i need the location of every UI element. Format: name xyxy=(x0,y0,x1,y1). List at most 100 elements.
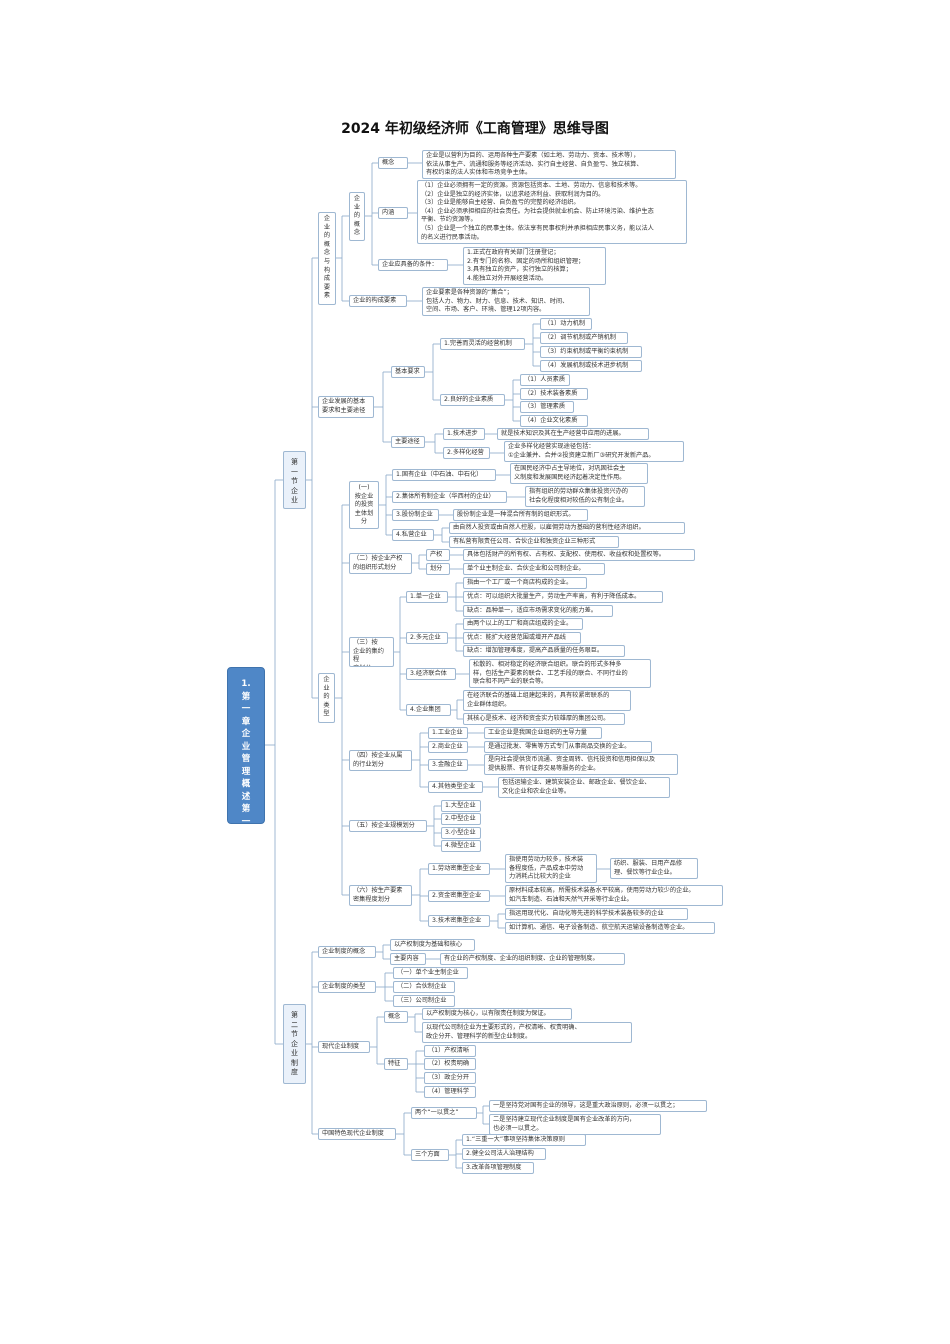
other-types-detail: 包括运输企业、建筑安装企业、邮政企业、餐饮企业、 文化企业和农业企业等。 xyxy=(498,777,670,798)
collective-node[interactable]: 2.集体所有制企业（华西村的企业） xyxy=(392,491,507,503)
aspect-item: 2.健全公司法人治理结构 xyxy=(462,1148,546,1160)
private-node[interactable]: 4.私营企业 xyxy=(392,529,434,541)
enterprise-group-detail: 其核心是技术、经济和资金实力较雄厚的集团公司。 xyxy=(463,713,625,725)
modern-features-label[interactable]: 特征 xyxy=(384,1058,408,1070)
property-detail: 具体包括财产的所有权、占有权、支配权、使用权、收益权和处置权等。 xyxy=(463,549,695,561)
concept-elements-node[interactable]: 企 业 的 概 念 与 构 成 要 素 xyxy=(318,212,336,305)
mechanism-item: （4）发展机制或技术进步机制 xyxy=(540,360,642,372)
labor-intensive-detail: 指使用劳动力较多，技术装 备程度低，产品成本中劳动 力消耗占比较大的企业 xyxy=(505,854,597,883)
economic-union-node[interactable]: 3.经济联合体 xyxy=(406,668,456,680)
other-types-node[interactable]: 4.其他类型企业 xyxy=(428,781,483,793)
multi-enterprise-node[interactable]: 2.多元企业 xyxy=(406,632,448,644)
quality-item: （1）人员素质 xyxy=(520,374,570,386)
state-owned-detail: 在国民经济中占主导地位，对巩固社会主 义制度和发展国民经济起着决定性作用。 xyxy=(510,463,648,484)
diversification-detail: 企业多样化经营实现途径包括： ①企业兼并、合并②投资建立新厂③研究开发新产品。 xyxy=(504,441,684,462)
quality-item: （3）管理素质 xyxy=(520,401,574,413)
by-factor-node[interactable]: （六）按生产要素 密集程度划分 xyxy=(349,885,412,906)
labor-intensive-node[interactable]: 1.劳动密集型企业 xyxy=(428,863,490,875)
joint-stock-node[interactable]: 3.股份制企业 xyxy=(392,509,439,521)
division-detail: 单个业主制企业、合伙企业和公司制企业。 xyxy=(463,563,605,575)
capital-intensive-detail: 原材料成本较高，所需技术装备水平较高，使用劳动力较少的企业。 如汽车制造、石油和… xyxy=(505,885,723,906)
single-enterprise-detail: 优点：可以组织大批量生产，劳动生产率高，有利于降低成本。 xyxy=(463,591,663,603)
economic-union-detail: 松散的、相对稳定的经济联合组织。联合的形式多种多 样，包括生产要素的联合、工艺手… xyxy=(469,659,651,688)
quality-item: （4）企业文化素质 xyxy=(520,415,588,427)
mechanism-item: （3）约束机制或平衡约束机制 xyxy=(540,346,642,358)
industrial-detail: 工业企业是我国企业组织的主导力量 xyxy=(484,727,602,739)
tech-progress-node[interactable]: 1.技术进步 xyxy=(443,428,485,440)
modern-concept-detail: 以现代公司制企业为主要形式的，产权清晰、权责明确、 政企分开、管理科学的新型企业… xyxy=(422,1022,632,1043)
single-enterprise-node[interactable]: 1.单一企业 xyxy=(406,591,448,603)
aspect-item: 3.改革各项管理制度 xyxy=(462,1162,534,1174)
elements-label[interactable]: 企业的构成要素 xyxy=(349,295,407,307)
modern-concept-label[interactable]: 概念 xyxy=(384,1011,408,1023)
tech-intensive-detail: 指运用现代化、自动化等先进的科学技术装备较多的企业 xyxy=(505,908,688,920)
development-node[interactable]: 企业发展的基本 要求和主要途径 xyxy=(318,396,374,418)
multi-enterprise-detail: 优点：能扩大经营范围或增开产品线 xyxy=(463,632,581,644)
quality-node[interactable]: 2.良好的企业素质 xyxy=(440,394,505,406)
section-1-node[interactable]: 第 一 节 企 业 xyxy=(283,451,306,509)
financial-node[interactable]: 3.金融企业 xyxy=(428,759,468,771)
system-types-node[interactable]: 企业制度的类型 xyxy=(318,981,376,993)
three-aspects-node[interactable]: 三个方面 xyxy=(411,1149,449,1161)
division-label[interactable]: 划分 xyxy=(426,563,450,575)
aspect-item: 1.“三重一大”事项坚持集体决策原则 xyxy=(462,1134,586,1146)
enterprise-concept-node[interactable]: 企 业 的 概 念 xyxy=(349,192,365,241)
system-type-item: （三）公司制企业 xyxy=(393,995,455,1007)
private-detail: 由自然人投资或由自然人控股，以雇佣劳动为基础的营利性经济组织。 xyxy=(449,522,685,534)
diversification-node[interactable]: 2.多样化经营 xyxy=(443,447,490,459)
enterprise-group-detail: 在经济联合的基础上组建起来的，具有较紧密联系的 企业群体组织。 xyxy=(463,690,631,711)
commercial-node[interactable]: 2.商业企业 xyxy=(428,741,468,753)
joint-stock-detail: 股份制企业是一种混合所有制的组织形式。 xyxy=(453,509,588,521)
page-title: 2024 年初级经济师《工商管理》思维导图 xyxy=(341,121,609,137)
industrial-node[interactable]: 1.工业企业 xyxy=(428,727,468,739)
modern-system-node[interactable]: 现代企业制度 xyxy=(318,1041,370,1053)
scale-item: 2.中型企业 xyxy=(441,813,481,825)
mechanism-node[interactable]: 1.完善而灵活的经营机制 xyxy=(440,338,525,350)
feature-item: （4）管理科学 xyxy=(424,1086,476,1098)
conditions-label[interactable]: 企业应具备的条件： xyxy=(378,259,448,271)
single-enterprise-detail: 缺点：品种单一，适应市场需求变化的能力差。 xyxy=(463,605,613,617)
enterprise-group-node[interactable]: 4.企业集团 xyxy=(406,704,451,716)
enterprise-types-node[interactable]: 企 业 的 类 型 xyxy=(318,673,335,723)
connotation-label[interactable]: 内涵 xyxy=(378,207,408,219)
feature-item: （2）权责明确 xyxy=(424,1058,476,1070)
quality-item: （2）技术装备素质 xyxy=(520,388,588,400)
by-scale-node[interactable]: （五）按企业规模划分 xyxy=(349,820,427,832)
by-intensity-node[interactable]: （三）按 企业的集约程 度划分 xyxy=(349,637,394,667)
two-consistent-detail: 一是坚持党对国有企业的领导，这是重大政治原则，必须一以贯之； xyxy=(489,1100,707,1112)
feature-item: （1）产权清晰 xyxy=(424,1045,476,1057)
scale-item: 3.小型企业 xyxy=(441,827,481,839)
tech-intensive-node[interactable]: 3.技术密集型企业 xyxy=(428,915,490,927)
main-content-label[interactable]: 主要内容 xyxy=(390,953,426,965)
system-type-item: （一）单个业主制企业 xyxy=(393,967,468,979)
state-owned-node[interactable]: 1.国有企业（中石油、中石化） xyxy=(392,469,496,481)
section-2-node[interactable]: 第 二 节 企 业 制 度 xyxy=(283,1004,306,1084)
private-detail: 有私营有限责任公司、合伙企业和独资企业三种形式 xyxy=(449,536,619,548)
collective-detail: 指有组织的劳动群众集体投资兴办的 社会化程度相对较低的公有制企业。 xyxy=(525,486,645,507)
concept-label[interactable]: 概念 xyxy=(378,157,408,169)
capital-intensive-node[interactable]: 2.资金密集型企业 xyxy=(428,890,490,902)
property-label[interactable]: 产权 xyxy=(426,549,450,561)
tech-progress-detail: 就是技术知识及其在生产经营中应用的进展。 xyxy=(497,428,649,440)
single-enterprise-detail: 指由一个工厂或一个商店构成的企业。 xyxy=(463,577,587,589)
by-investor-node[interactable]: (一) 按企业 的投资 主体划 分 xyxy=(349,481,379,529)
commercial-detail: 是通过批发、零售等方式专门从事商品交换的企业。 xyxy=(484,741,652,753)
conditions-detail: 1.正式在政府有关部门注册登记； 2.有专门的名称、固定的场所和组织管理； 3.… xyxy=(463,247,606,285)
root-node[interactable]: 1. 第 一 章 企 业 管 理 概 述 第 一 、 二 节 xyxy=(227,667,265,824)
mechanism-item: （1）动力机制 xyxy=(540,318,592,330)
system-concept-node[interactable]: 企业制度的概念 xyxy=(318,946,376,958)
by-property-node[interactable]: （二）按企业产权 的组织形式划分 xyxy=(349,553,412,574)
main-approaches-node[interactable]: 主要途径 xyxy=(391,436,425,448)
feature-item: （3）政企分开 xyxy=(424,1072,476,1084)
two-consistent-node[interactable]: 两个“一以贯之” xyxy=(411,1107,477,1119)
chinese-system-node[interactable]: 中国特色现代企业制度 xyxy=(318,1128,396,1140)
system-type-item: （二）合伙制企业 xyxy=(393,981,455,993)
connotation-detail: （1）企业必须拥有一定的资源。资源包括资本、土地、劳动力、信息和技术等。 （2）… xyxy=(417,180,687,244)
by-industry-node[interactable]: （四）按企业从属 的行业划分 xyxy=(349,750,412,771)
basic-requirements-node[interactable]: 基本要求 xyxy=(391,366,425,378)
tech-intensive-detail: 如计算机、通信、电子设备制造、航空航天运输设备制造等企业。 xyxy=(505,922,715,934)
elements-detail: 企业要素是各种资源的“集合”； 包括人力、物力、财力、信息、技术、知识、时间、 … xyxy=(422,287,590,316)
concept-detail: 企业是以营利为目的、运用各种生产要素（如土地、劳动力、资本、技术等）， 依法从事… xyxy=(422,150,676,179)
modern-concept-detail: 以产权制度为核心，以有限责任制度为保证。 xyxy=(422,1008,572,1020)
